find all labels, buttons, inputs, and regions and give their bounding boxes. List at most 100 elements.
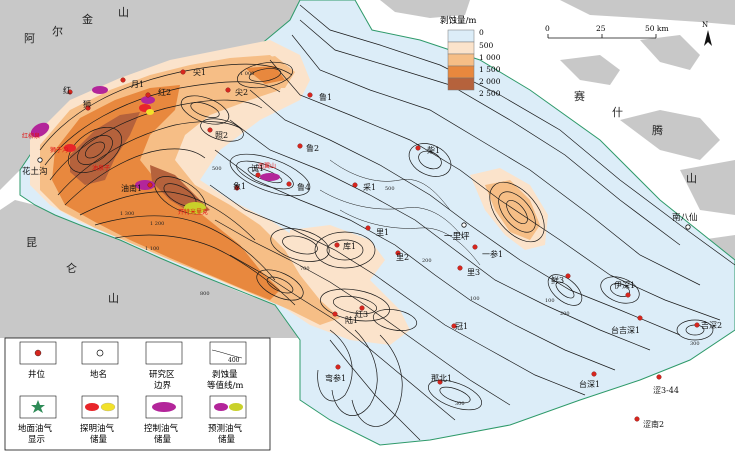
svg-text:100: 100 — [545, 298, 555, 304]
mountain-label: 仑 — [66, 261, 77, 275]
svg-text:200: 200 — [422, 258, 432, 264]
map-legend: 400 井位 地名 研究区 边界 剥蚀量 等值线/m 地面油气 显示 探明油气 … — [4, 337, 271, 451]
well-label: 诚1 — [251, 163, 264, 173]
well-label: 台吉深1 — [611, 325, 640, 335]
svg-text:500: 500 — [385, 186, 395, 192]
controlled-reserve — [135, 180, 155, 190]
legend-contour-sample: 400 — [228, 357, 240, 364]
mountain-label: 山 — [686, 172, 697, 185]
well-marker — [234, 185, 240, 191]
legend-boundary-label: 研究区 — [149, 369, 175, 380]
places: 花土沟 一里坪 南八仙 — [22, 157, 698, 242]
erosion-legend-tick: 1 000 — [479, 53, 501, 62]
mountain-label: 山 — [108, 292, 119, 305]
svg-text:100: 100 — [470, 296, 480, 302]
legend-oil-show-icon — [31, 400, 45, 413]
well-marker — [225, 87, 231, 93]
well-label: 油南1 — [121, 183, 142, 193]
well-label: 弯参1 — [325, 373, 346, 383]
erosion-legend-tick: 2 500 — [479, 89, 501, 98]
red-label: 南翼山 — [258, 162, 276, 170]
well-label: 库1 — [343, 241, 356, 251]
place-marker — [37, 157, 43, 163]
legend-proven-red-icon — [85, 403, 99, 411]
erosion-color-legend: 剥蚀量/m 0 500 1 000 1 500 2 000 2 500 — [440, 15, 501, 98]
place-label: 一里坪 — [444, 232, 470, 242]
well-marker — [286, 181, 292, 187]
predicted-reserve — [184, 202, 206, 214]
well-marker — [85, 105, 91, 111]
well-label: 吉深2 — [701, 321, 722, 330]
mountain-label: 什 — [612, 106, 623, 119]
well-label: 涩南2 — [643, 419, 664, 429]
erosion-legend-tick: 0 — [479, 28, 484, 37]
well-label: 鲁4 — [297, 182, 310, 192]
well-label: 鲁2 — [306, 143, 319, 153]
well-marker — [472, 244, 478, 250]
mountain-label: 阿 — [24, 32, 35, 45]
well-marker — [297, 143, 303, 149]
north-arrow-label: N — [702, 21, 708, 29]
well-label: 尖2 — [235, 87, 248, 97]
controlled-reserve — [260, 173, 280, 181]
svg-text:700: 700 — [300, 266, 310, 272]
mountain-label: 金 — [82, 12, 93, 26]
well-label: 鲁1 — [319, 92, 332, 102]
well-label: 那北1 — [431, 374, 452, 383]
svg-text:800: 800 — [200, 291, 210, 297]
well-marker — [415, 145, 421, 151]
svg-text:300: 300 — [690, 341, 700, 347]
svg-text:200: 200 — [560, 311, 570, 317]
well-marker — [207, 127, 213, 133]
legend-contour-label: 剥蚀量 — [212, 369, 238, 380]
well-marker — [332, 311, 338, 317]
svg-text:500: 500 — [212, 166, 222, 172]
well-marker — [656, 374, 662, 380]
well-marker — [255, 172, 261, 178]
scale-tick: 0 — [545, 24, 550, 33]
mountain-label: 山 — [118, 6, 129, 19]
scale-tick: 50 km — [645, 24, 669, 33]
well-label: 照2 — [215, 131, 228, 140]
legend-proven-label: 储量 — [90, 434, 108, 445]
well-label: 象1 — [233, 181, 246, 191]
red-label: 狮子沟 — [50, 146, 68, 154]
well-marker — [180, 69, 186, 75]
mountain-areas — [0, 0, 735, 338]
legend-proven-label: 探明油气 — [80, 423, 115, 434]
well-marker — [147, 182, 153, 188]
well-marker — [634, 416, 640, 422]
controlled-reserve — [30, 122, 50, 138]
red-label: 开特米里克 — [178, 208, 208, 216]
legend-predicted-label: 预测油气 — [208, 423, 243, 434]
legend-oil-show-label: 显示 — [28, 435, 45, 445]
red-label: 红柳泉 — [22, 132, 40, 140]
region-labels: 阿 尔 金 山 昆 仑 山 赛 什 腾 山 — [24, 6, 697, 305]
mountain-label: 腾 — [652, 123, 663, 137]
well-marker — [437, 379, 443, 385]
erosion-contours — [39, 4, 735, 441]
well-label: 月1 — [131, 80, 144, 89]
well-label: 里2 — [396, 253, 409, 262]
place-label: 花土沟 — [22, 166, 48, 177]
erosion-legend-tick: 500 — [479, 41, 494, 50]
red-area-labels: 红柳泉 狮子沟 油泉子 南翼山 开特米里克 — [22, 132, 276, 216]
contour-value-labels: 1 000 500 500 200 100 200 100 300 300 70… — [120, 71, 700, 407]
well-label: 红2 — [158, 87, 171, 97]
proven-reserve-red — [64, 144, 76, 152]
well-label: 狮 — [83, 100, 91, 109]
legend-predicted-purple-icon — [214, 403, 228, 411]
well-marker — [625, 292, 631, 298]
well-marker — [457, 265, 463, 271]
well-label: 柴1 — [427, 145, 440, 155]
red-label: 油泉子 — [92, 164, 110, 172]
erosion-legend-tick: 1 500 — [479, 65, 501, 74]
north-arrow: N — [702, 21, 712, 46]
svg-text:1 100: 1 100 — [145, 246, 159, 252]
legend-place-label: 地名 — [90, 369, 107, 380]
place-label: 南八仙 — [672, 212, 698, 223]
well-label: 鲜3 — [551, 275, 564, 285]
well-marker — [307, 92, 313, 98]
